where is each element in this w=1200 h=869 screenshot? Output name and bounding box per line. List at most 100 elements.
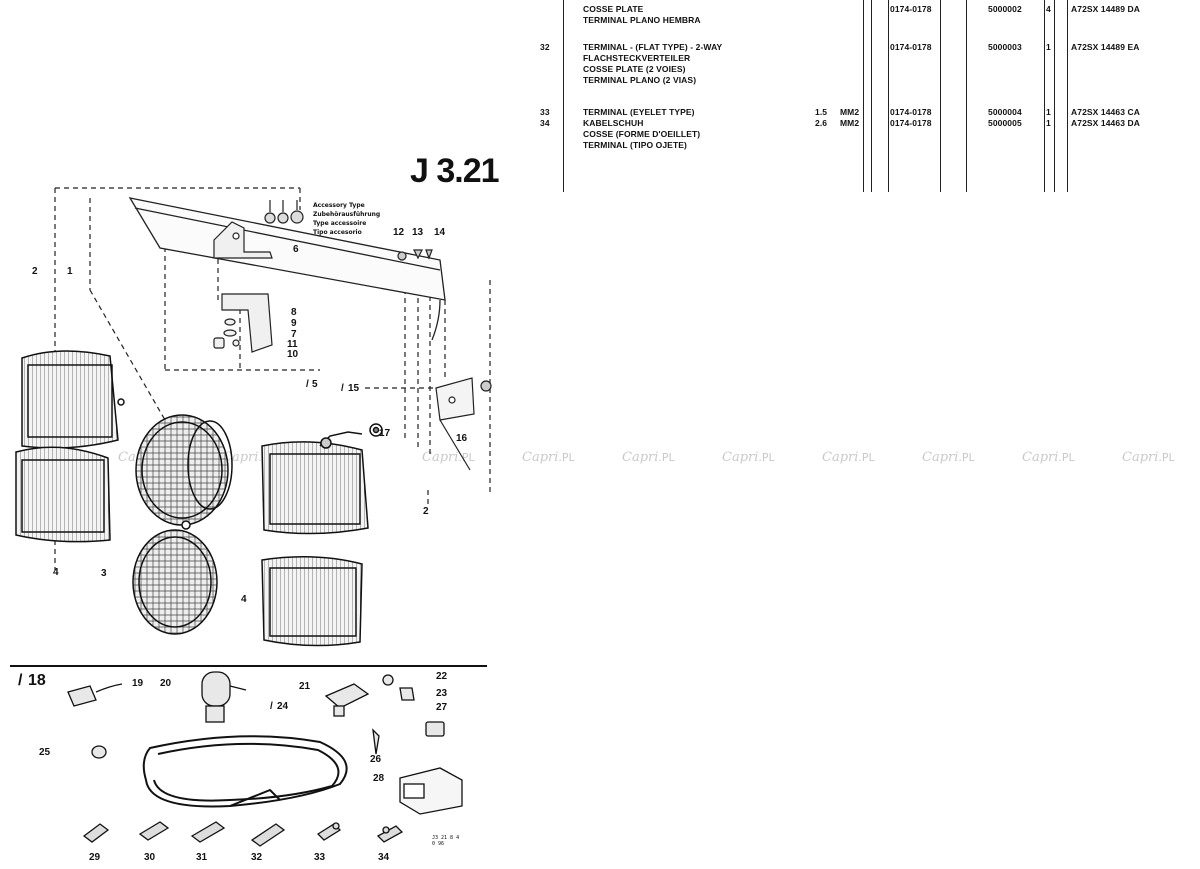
bumper-panel [128, 197, 446, 341]
callout-label: 34 [378, 852, 390, 863]
accessory-label: Type accessoire [313, 220, 367, 227]
ref-cell: 33 [540, 107, 550, 117]
callout-label: 1 [67, 266, 73, 277]
size-cell: 1.5 [815, 107, 828, 117]
column-divider [966, 0, 967, 192]
description-line: TERMINAL PLANO HEMBRA [583, 15, 701, 25]
accessory-label: Tipo accesorio [313, 229, 362, 236]
terminal-row [82, 821, 404, 847]
watermark: Capri.PL [1122, 450, 1175, 465]
page-code: J 3.21 [410, 152, 500, 190]
unit-cell: MM2 [840, 118, 860, 128]
callout-label: 22 [436, 671, 448, 682]
group-slash: / [306, 379, 309, 390]
code-cell: A72SX 14463 DA [1071, 118, 1140, 128]
callout-label: 14 [434, 227, 446, 238]
watermark: Capri.PL [1022, 450, 1075, 465]
callout-label: 12 [393, 227, 405, 238]
callout-label: 5 [312, 379, 318, 390]
lower-bracket [213, 293, 273, 353]
callout-label: 21 [299, 681, 311, 692]
accessories-group [67, 671, 463, 815]
part-number-cell: 5000002 [988, 4, 1022, 14]
bolt-set [397, 249, 433, 261]
column-divider [1054, 0, 1055, 192]
column-divider [871, 0, 872, 192]
column-divider [863, 0, 864, 192]
callout-label: 6 [293, 244, 299, 255]
size-cell: 2.6 [815, 118, 828, 128]
watermark: Capri.PL [522, 450, 575, 465]
description-line: TERMINAL PLANO (2 VIAS) [583, 75, 697, 85]
part-number-cell: 5000003 [988, 42, 1022, 52]
quantity-cell: 4 [1046, 4, 1051, 14]
callout-label: 3 [101, 568, 107, 579]
watermark: Capri.PL [722, 450, 775, 465]
part-number-cell: 5000004 [988, 107, 1022, 117]
description-line: COSSE (FORME D'OEILLET) [583, 129, 701, 139]
callout-label: 26 [370, 754, 382, 765]
callout-label: 20 [160, 678, 172, 689]
callout-label: 18 [28, 672, 46, 689]
callout-label: 4 [53, 567, 59, 578]
quantity-cell: 1 [1046, 42, 1051, 52]
description-line: COSSE PLATE [583, 4, 644, 14]
callout-label: 2 [32, 266, 38, 277]
part-number-cell: 5000005 [988, 118, 1022, 128]
group-slash: / [270, 701, 273, 712]
quantity-cell: 1 [1046, 118, 1051, 128]
column-divider [1044, 0, 1045, 192]
round-lamp [132, 529, 218, 635]
rectangular-lamp [21, 350, 125, 449]
description-line: TERMINAL (EYELET TYPE) [583, 107, 695, 117]
callout-label: 30 [144, 852, 156, 863]
callout-label: 9 [291, 318, 297, 329]
description-line: TERMINAL (TIPO OJETE) [583, 140, 687, 150]
parts-table: COSSE PLATE TERMINAL PLANO HEMBRA 0174-0… [535, 0, 1150, 192]
code-cell: A72SX 14489 DA [1071, 4, 1140, 14]
accessory-label: Accessory Type [313, 202, 365, 209]
years-cell: 0174-0178 [890, 4, 932, 14]
callout-label: 23 [436, 688, 448, 699]
group-slash: / [18, 672, 23, 689]
callout-label: 24 [277, 701, 289, 712]
accessory-type-legend: Accessory Type Zubehörausführung Type ac… [313, 201, 380, 237]
quantity-cell: 1 [1046, 107, 1051, 117]
callout-label: 10 [287, 349, 299, 360]
callout-label: 8 [291, 307, 297, 318]
round-lamp [135, 414, 233, 530]
callout-label: 25 [39, 747, 51, 758]
column-divider [1067, 0, 1068, 192]
code-cell: A72SX 14463 CA [1071, 107, 1140, 117]
callout-label: 7 [291, 329, 297, 340]
callout-label: 29 [89, 852, 101, 863]
callout-label: 32 [251, 852, 263, 863]
leader-lines [54, 187, 491, 570]
code-cell: A72SX 14489 EA [1071, 42, 1140, 52]
rectangular-lamp [261, 556, 363, 647]
hardware-stack [264, 200, 304, 224]
group-slash: / [341, 383, 344, 394]
column-divider [940, 0, 941, 192]
rectangular-lamp [15, 446, 111, 543]
unit-cell: MM2 [840, 107, 860, 117]
callout-label: 11 [287, 339, 298, 350]
drawing-reference-code: J3 21 8 4 0 96 [432, 835, 460, 847]
callout-label: 31 [196, 852, 208, 863]
callout-label: 2 [423, 506, 429, 517]
callout-label: 17 [379, 428, 391, 439]
years-cell: 0174-0178 [890, 107, 932, 117]
side-bracket [435, 377, 492, 471]
watermark: Capri.PL [822, 450, 875, 465]
description-line: TERMINAL - (FLAT TYPE) - 2-WAY [583, 42, 723, 52]
years-cell: 0174-0178 [890, 118, 932, 128]
wiring-loom [142, 735, 348, 808]
column-divider [888, 0, 889, 192]
callout-label: 28 [373, 773, 385, 784]
watermark: Capri.PL [622, 450, 675, 465]
description-line: FLACHSTECKVERTEILER [583, 53, 691, 63]
description-line: KABELSCHUH [583, 118, 644, 128]
description-line: COSSE PLATE (2 VOIES) [583, 64, 686, 74]
ref-cell: 34 [540, 118, 550, 128]
